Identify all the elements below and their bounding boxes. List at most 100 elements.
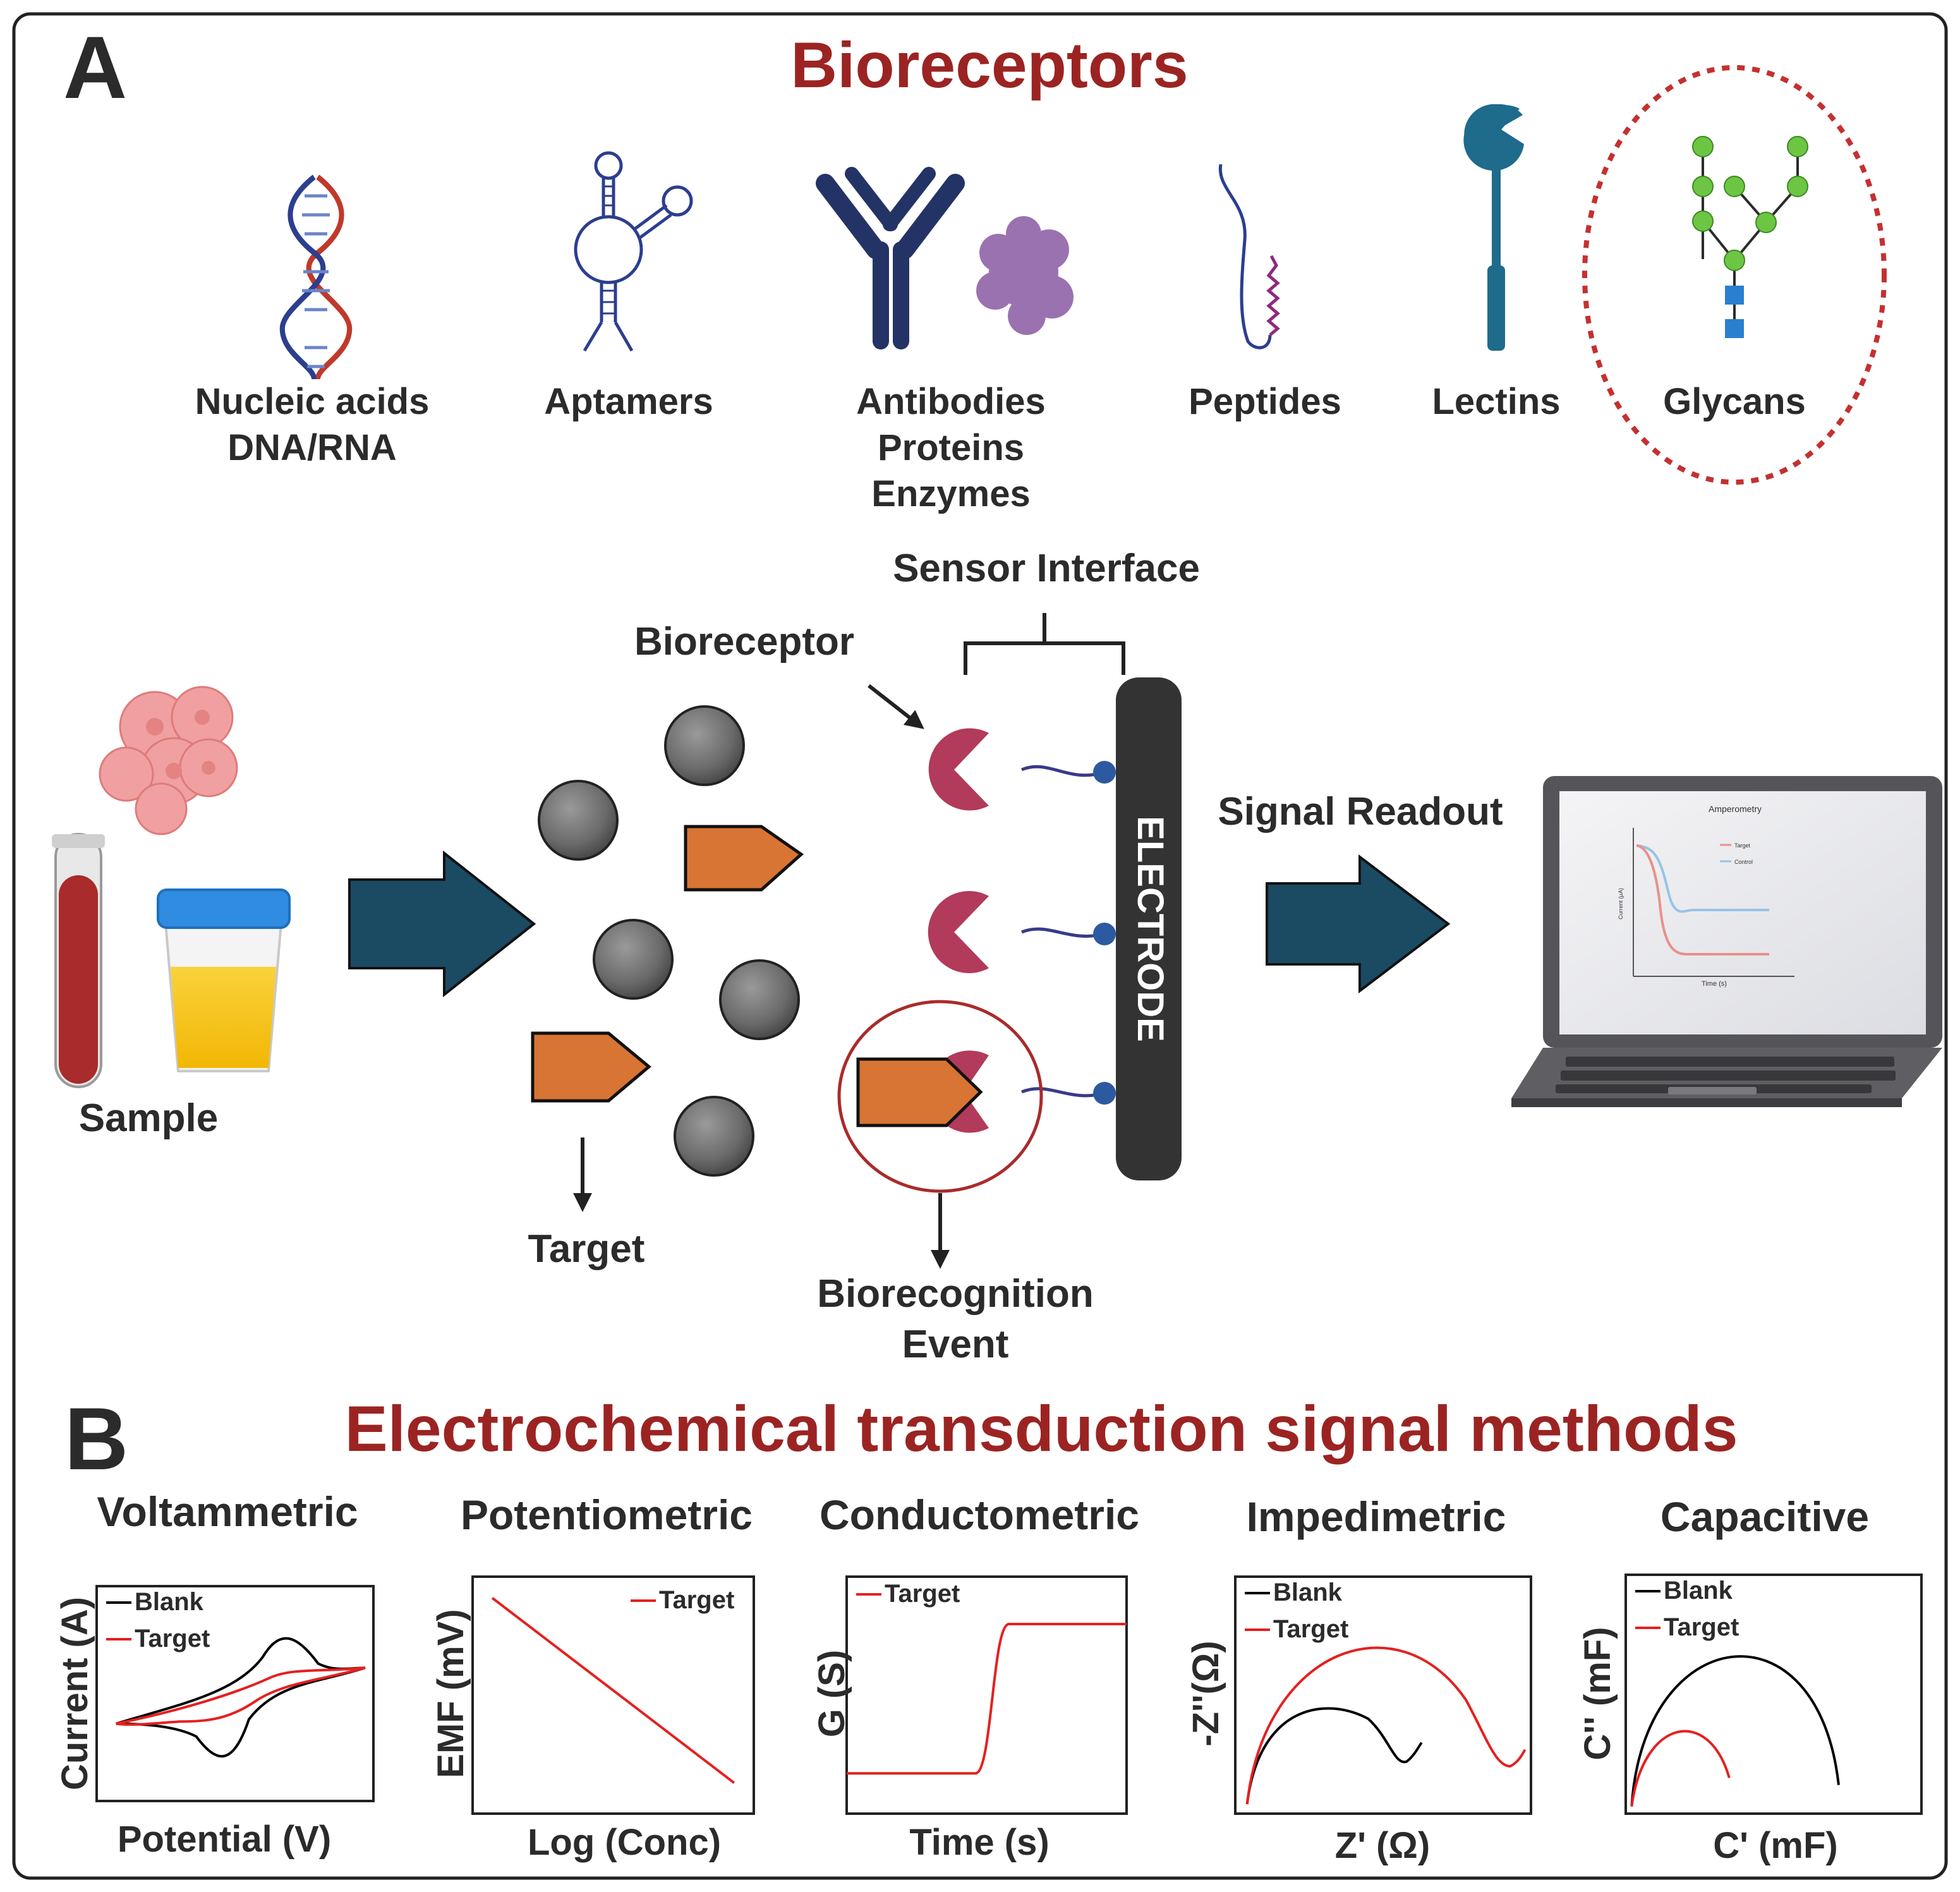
capacitive-title: Capacitive [1661, 1493, 1869, 1540]
laptop-icon: Amperometry Current (µA) Time (s) Target… [1511, 776, 1942, 1107]
sample-label: Sample [79, 1096, 219, 1140]
voltammetric-xlabel: Potential (V) [118, 1819, 331, 1860]
figure-frame [12, 12, 1948, 1880]
capacitive-legend-target: Target [1664, 1613, 1739, 1641]
glycan-icon [1692, 136, 1808, 338]
voltammetric-legend-target: Target [135, 1625, 210, 1652]
capacitive-ylabel: C'' (mF) [1577, 1627, 1618, 1760]
conductometric-legend-target: Target [885, 1580, 960, 1608]
urine-cup-icon [157, 888, 291, 1072]
panel-b-letter: B [64, 1389, 128, 1488]
bioreceptor-label-nucleic-acids-line2: DNA/RNA [227, 427, 396, 468]
potentiometric-xlabel: Log (Conc) [528, 1822, 721, 1863]
bioreceptor-pacman [928, 728, 1116, 811]
non-target-sphere [719, 959, 800, 1040]
laptop-chart-legend-target: Target [1734, 842, 1751, 849]
electrode [1116, 677, 1182, 1180]
laptop-chart-title: Amperometry [1709, 804, 1762, 814]
flow-arrow-1 [348, 850, 536, 998]
panel-b-title: Electrochemical transduction signal meth… [345, 1393, 1738, 1465]
antibody-icon [816, 167, 965, 349]
non-target-sphere [593, 919, 674, 1000]
conductometric-xlabel: Time (s) [909, 1822, 1049, 1863]
bioreceptor-label-aptamers: Aptamers [544, 381, 713, 422]
capacitive-xlabel: C' (mF) [1713, 1825, 1837, 1866]
target-molecule [684, 825, 804, 892]
bioreceptor-label-antibodies: Antibodies [856, 381, 1046, 422]
cell-cluster-icon [99, 686, 238, 835]
electrode-label: ELECTRODE [1130, 816, 1171, 1042]
voltammetric-plot-frame [95, 1585, 375, 1802]
biorecognition-label-line2: Event [902, 1323, 1009, 1366]
bioreceptor-label-lectins: Lectins [1432, 381, 1560, 422]
impedimetric-title: Impedimetric [1247, 1493, 1506, 1540]
impedimetric-blank-curve [1245, 1707, 1423, 1805]
conductometric-plot-frame [845, 1575, 1128, 1815]
target-molecule [531, 1031, 651, 1103]
capacitive-blank-curve [1630, 1655, 1840, 1807]
bioreceptor-label-peptides: Peptides [1189, 381, 1341, 422]
voltammetric-target-curve [116, 1666, 366, 1726]
panel-a-title: Bioreceptors [790, 29, 1188, 101]
voltammetric-legend-blank: Blank [135, 1588, 204, 1616]
impedimetric-target-curve [1245, 1646, 1527, 1805]
impedimetric-plot-frame [1234, 1575, 1532, 1815]
capacitive-plot-frame [1624, 1574, 1923, 1815]
non-target-sphere [674, 1096, 754, 1177]
panel-a-letter: A [63, 18, 127, 117]
peptide-icon [1218, 164, 1280, 349]
bioreceptor-pacman [928, 891, 1116, 973]
bioreceptor-label-proteins: Proteins [878, 427, 1024, 468]
capacitive-target-curve [1630, 1730, 1731, 1807]
glycan-highlight-ellipse [1582, 65, 1887, 485]
aptamer-icon [574, 151, 693, 352]
lectin-icon [1463, 104, 1524, 351]
sensor-interface-label: Sensor Interface [893, 547, 1200, 590]
blood-tube-icon [52, 833, 105, 1088]
bioreceptor-bound-target [837, 1000, 1116, 1193]
impedimetric-xlabel: Z' (Ω) [1335, 1825, 1430, 1866]
impedimetric-ylabel: -Z''(Ω) [1185, 1640, 1226, 1746]
non-target-sphere [664, 705, 745, 786]
panel-b: B Electrochemical transduction signal me… [54, 1389, 1923, 1866]
potentiometric-plot-frame [471, 1575, 755, 1815]
impedimetric-legend-blank: Blank [1273, 1579, 1343, 1606]
non-target-sphere [538, 780, 619, 861]
signal-readout-label: Signal Readout [1218, 790, 1503, 834]
voltammetric-ylabel: Current (A) [54, 1597, 95, 1790]
flow-arrow-2 [1266, 854, 1451, 994]
bioreceptor-label-nucleic-acids-line1: Nucleic acids [195, 381, 430, 422]
potentiometric-legend-target: Target [659, 1586, 734, 1614]
voltammetric-title: Voltammetric [97, 1488, 358, 1535]
potentiometric-ylabel: EMF (mV) [430, 1609, 471, 1778]
laptop-chart-legend-control: Control [1734, 859, 1753, 865]
non-target-spheres [538, 705, 800, 1177]
potentiometric-target-curve [491, 1597, 735, 1784]
capacitive-legend-blank: Blank [1664, 1577, 1733, 1604]
biorecognition-label-line1: Biorecognition [817, 1272, 1093, 1316]
conductometric-ylabel: G (S) [811, 1650, 852, 1738]
laptop-chart-ylabel: Current (µA) [1618, 888, 1624, 919]
laptop-chart-xlabel: Time (s) [1702, 980, 1727, 988]
potentiometric-title: Potentiometric [461, 1491, 753, 1538]
conductometric-target-curve [847, 1623, 1127, 1775]
dna-icon [279, 174, 353, 380]
sensor-interface-bracket [964, 613, 1125, 675]
target-label: Target [528, 1227, 645, 1271]
biorecognition-circle [837, 1000, 1043, 1193]
protein-icon [976, 216, 1074, 335]
impedimetric-legend-target: Target [1273, 1615, 1348, 1643]
bioreceptor-label-enzymes: Enzymes [871, 473, 1030, 514]
bioreceptor-label: Bioreceptor [634, 620, 854, 664]
panel-a: A Bioreceptors Nucleic acids DNA/RNA [52, 18, 1942, 1366]
bioreceptor-arrow [868, 684, 924, 729]
conductometric-title: Conductometric [820, 1491, 1139, 1538]
bioreceptor-label-glycans: Glycans [1663, 381, 1806, 422]
